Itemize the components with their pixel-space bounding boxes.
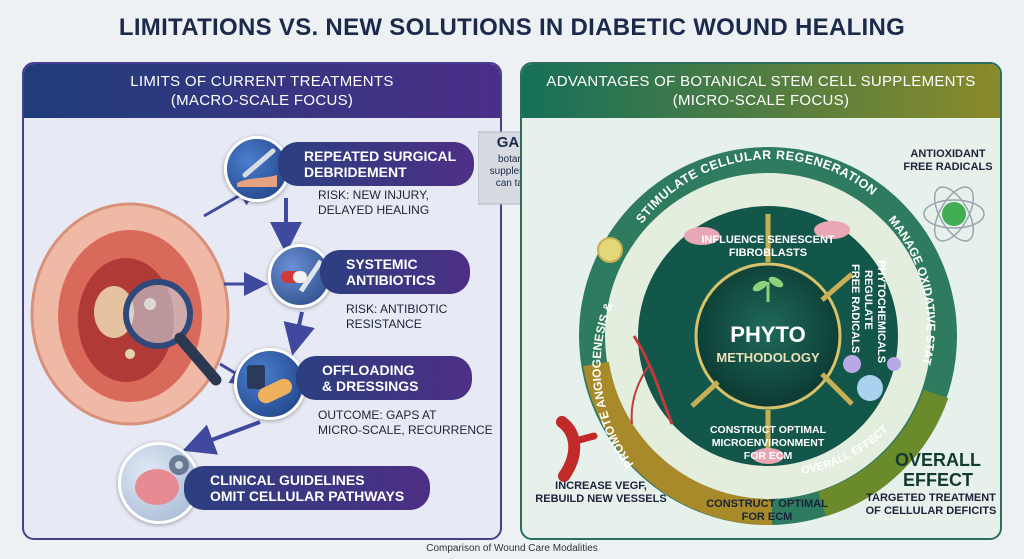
atom-icon <box>923 186 985 242</box>
ring-gold-segment <box>583 361 773 526</box>
advantages-heading-line2: (MICRO-SCALE FOCUS) <box>672 92 850 109</box>
wound-illustration <box>30 202 230 426</box>
limits-panel: LIMITS OF CURRENT TREATMENTS (MACRO-SCAL… <box>22 62 502 540</box>
debridement-label: REPEATED SURGICAL DEBRIDEMENT <box>278 142 474 186</box>
sprout-icon <box>752 276 784 302</box>
ecm-label: CONSTRUCT OPTIMAL FOR ECM <box>706 498 828 523</box>
advantages-panel-header: ADVANTAGES OF BOTANICAL STEM CELL SUPPLE… <box>522 64 1000 118</box>
ecm-cell <box>752 448 784 464</box>
fibroblast-cell-2 <box>814 221 850 239</box>
ring-olive-segment <box>817 389 949 517</box>
figure-caption: Comparison of Wound Care Modalities <box>426 543 598 554</box>
antibiotics-label: SYSTEMIC ANTIBIOTICS <box>320 250 470 294</box>
blood-vessel-icon <box>556 416 598 482</box>
page-title: LIMITATIONS VS. NEW SOLUTIONS IN DIABETI… <box>118 14 906 41</box>
yellow-cell <box>597 237 623 263</box>
advantages-heading-line1: ADVANTAGES OF BOTANICAL STEM CELL SUPPLE… <box>546 73 976 90</box>
limits-panel-header: LIMITS OF CURRENT TREATMENTS (MACRO-SCAL… <box>24 64 500 118</box>
guidelines-label: CLINICAL GUIDELINES OMIT CELLULAR PATHWA… <box>184 466 430 510</box>
center-subtitle: METHODOLOGY <box>716 350 820 365</box>
blue-cell-1 <box>857 375 883 401</box>
overall-effect-title: OVERALL EFFECT <box>894 450 981 490</box>
gaps-subtitle: botanical supplements can target <box>489 154 547 189</box>
limits-heading-line1: LIMITS OF CURRENT TREATMENTS <box>130 73 394 90</box>
inner-bottom-label: CONSTRUCT OPTIMAL MICROENVIRONMENT FOR E… <box>709 424 827 462</box>
advantages-panel: ADVANTAGES OF BOTANICAL STEM CELL SUPPLE… <box>520 62 1002 540</box>
vessel-branch-1 <box>632 335 674 425</box>
phyto-core <box>694 262 842 410</box>
center-title: PHYTO <box>730 322 805 347</box>
vessel-branch-2 <box>630 363 651 425</box>
inner-top-label: INFLUENCE SENESCENT FIBROBLASTS <box>701 234 835 259</box>
purple-cell-2 <box>887 357 901 371</box>
antioxidant-label: ANTIOXIDANT FREE RADICALS <box>903 148 993 173</box>
fibroblast-cell-1 <box>684 227 720 245</box>
inner-right-line1: PHYTOCHEMICALS <box>875 260 887 363</box>
offloading-outcome: OUTCOME: GAPS AT MICRO-SCALE, RECURRENCE <box>318 408 493 437</box>
antibiotics-risk: RISK: ANTIBIOTIC RESISTANCE <box>346 302 448 331</box>
offloading-label: OFFLOADING & DRESSINGS <box>296 356 472 400</box>
magnifier-icon <box>123 279 222 386</box>
phyto-ring-diagram: STIMULATE CELLULAR REGENERATION MANAGE O… <box>522 64 985 526</box>
radiating-arrows <box>690 214 854 450</box>
purple-cell-1 <box>843 355 861 373</box>
inner-right-line2: REGULATE <box>862 270 874 330</box>
vegf-label: INCREASE VEGF, REBUILD NEW VESSELS <box>535 480 667 505</box>
inner-right-line3: FREE RADICALS <box>849 264 861 353</box>
targeted-treatment-label: TARGETED TREATMENT OF CELLULAR DEFICITS <box>865 492 997 517</box>
bandage-icon <box>234 348 306 420</box>
debridement-risk: RISK: NEW INJURY, DELAYED HEALING <box>318 188 430 217</box>
limits-heading-line2: (MACRO-SCALE FOCUS) <box>170 92 354 109</box>
